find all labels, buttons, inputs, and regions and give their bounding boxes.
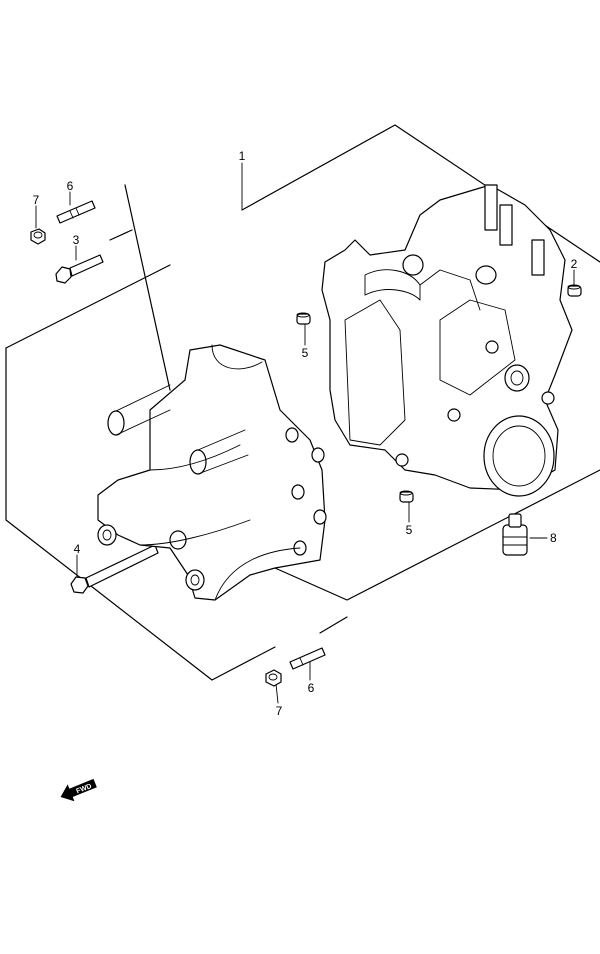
cylinder-block: [321, 184, 573, 497]
nut-upper: [30, 228, 46, 245]
stud-lower: [289, 647, 326, 670]
callout-4: 4: [74, 542, 81, 556]
bolt-4: [70, 544, 159, 594]
callout-5-upper: 5: [302, 346, 309, 360]
callout-3: 3: [73, 233, 80, 247]
callout-6-lower: 6: [308, 681, 315, 695]
callout-2: 2: [571, 257, 578, 271]
dowel-pin-5-lower: [399, 490, 414, 503]
crankcase-half: [97, 344, 327, 601]
callout-5-lower: 5: [406, 523, 413, 537]
bolt-3: [55, 254, 104, 284]
dowel-pin-2: [567, 284, 582, 297]
callout-7-upper: 7: [33, 193, 40, 207]
stud-upper: [56, 200, 96, 224]
fwd-label: FWD: [75, 783, 92, 795]
callout-1: 1: [239, 149, 246, 163]
callout-7-lower: 7: [276, 704, 283, 718]
fitting-8: [502, 513, 528, 556]
callout-6-upper: 6: [67, 179, 74, 193]
callouts: 1 2 3 4 5 5 6 6 7 7 8: [33, 149, 578, 718]
forward-direction-arrow: FWD: [60, 778, 97, 802]
nut-lower: [265, 669, 282, 687]
callout-8: 8: [550, 531, 557, 545]
arrow-icon: [60, 778, 97, 802]
leader-lines: [35, 162, 575, 704]
dowel-pin-5-upper: [296, 312, 311, 325]
